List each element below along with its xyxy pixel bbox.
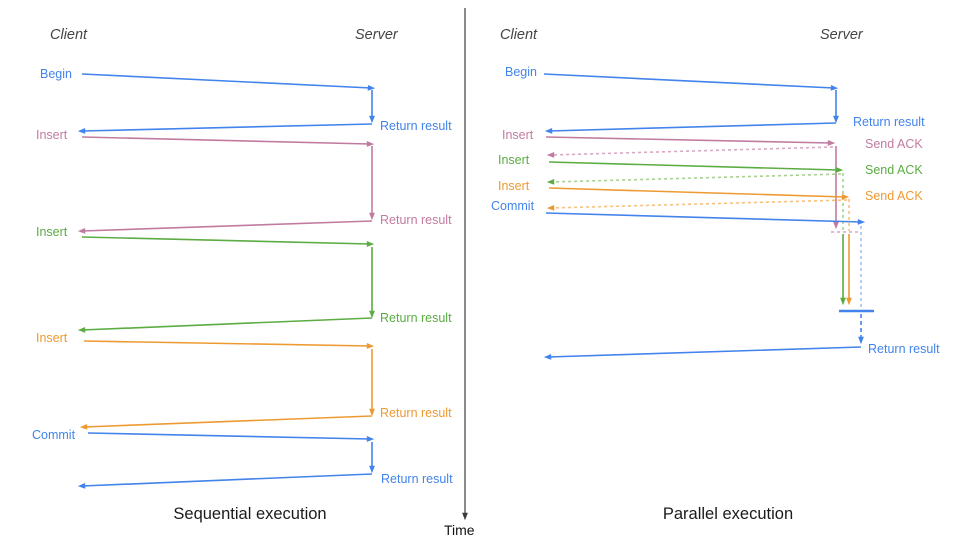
- seq-return5-label: Return result: [381, 472, 453, 486]
- par-begin-process-arrowhead-icon: [833, 115, 839, 124]
- par-ack2-label: Send ACK: [865, 163, 923, 177]
- par-commit-process-arrowhead-icon: [858, 336, 864, 345]
- par-insert2-process-arrowhead-icon: [840, 297, 846, 306]
- seq-insert3-return-arrowhead-icon: [79, 423, 88, 430]
- seq-return1-label: Return result: [380, 119, 452, 133]
- seq-return4-label: Return result: [380, 406, 452, 420]
- time-axis-label: Time: [444, 522, 475, 538]
- par-insert2-label: Insert: [498, 153, 530, 167]
- seq-begin-return-arrowhead-icon: [77, 128, 86, 134]
- par-insert1-ack-line: [550, 146, 834, 156]
- seq-return3-label: Return result: [380, 311, 452, 325]
- seq-insert1-request-line: [81, 136, 371, 145]
- par-return1-label: Return result: [853, 115, 925, 129]
- par-server-header: Server: [820, 27, 864, 43]
- par-commit-label: Commit: [491, 199, 535, 213]
- seq-insert1-label: Insert: [36, 128, 68, 142]
- seq-insert2-return-arrowhead-icon: [77, 326, 86, 333]
- seq-commit-label: Commit: [32, 428, 76, 442]
- seq-begin-request-line: [81, 73, 372, 89]
- par-begin-return-arrowhead-icon: [544, 128, 553, 134]
- par-begin-request-arrowhead-icon: [830, 84, 839, 91]
- par-begin-return-line: [548, 122, 837, 132]
- par-insert2-request-line: [548, 161, 840, 171]
- seq-insert1-request-arrowhead-icon: [366, 141, 375, 147]
- seq-insert2-request-line: [81, 236, 371, 245]
- seq-insert2-return-line: [81, 317, 373, 331]
- par-begin-request-line: [543, 73, 835, 89]
- seq-commit-request-line: [87, 432, 371, 440]
- par-insert3-request-line: [548, 187, 846, 198]
- par-insert3-ack-arrowhead-icon: [546, 205, 555, 211]
- par-commit-request-arrowhead-icon: [857, 219, 866, 225]
- seq-commit-request-arrowhead-icon: [366, 436, 375, 442]
- par-insert1-ack-arrowhead-icon: [546, 152, 555, 158]
- par-ack3-label: Send ACK: [865, 189, 923, 203]
- seq-insert3-return-line: [83, 415, 373, 428]
- par-commit-request-line: [545, 212, 862, 223]
- seq-insert1-return-line: [81, 220, 373, 232]
- par-return2-label: Return result: [868, 342, 940, 356]
- par-insert2-ack-line: [550, 173, 842, 183]
- seq-insert1-process-arrowhead-icon: [369, 212, 375, 221]
- par-ack1-label: Send ACK: [865, 137, 923, 151]
- par-begin-label: Begin: [505, 65, 537, 79]
- par-commit-return-line: [547, 346, 862, 358]
- seq-commit-return-line: [81, 473, 373, 487]
- seq-server-header: Server: [355, 27, 399, 43]
- par-insert3-request-arrowhead-icon: [841, 194, 850, 200]
- par-insert1-label: Insert: [502, 128, 534, 142]
- seq-begin-return-line: [81, 123, 373, 132]
- seq-insert3-process-arrowhead-icon: [369, 408, 375, 417]
- seq-commit-return-arrowhead-icon: [77, 482, 86, 489]
- seq-insert3-request-arrowhead-icon: [366, 343, 375, 349]
- seq-insert2-process-arrowhead-icon: [369, 310, 375, 319]
- seq-client-header: Client: [50, 27, 88, 43]
- par-insert3-ack-line: [550, 199, 848, 209]
- par-insert2-ack-arrowhead-icon: [546, 179, 555, 185]
- par-insert3-process-arrowhead-icon: [846, 297, 852, 306]
- seq-insert2-label: Insert: [36, 225, 68, 239]
- par-insert1-process-arrowhead-icon: [833, 221, 839, 230]
- par-insert2-request-arrowhead-icon: [835, 167, 844, 173]
- seq-insert3-label: Insert: [36, 331, 68, 345]
- seq-begin-label: Begin: [40, 67, 72, 81]
- par-commit-return-arrowhead-icon: [543, 353, 552, 360]
- time-axis-arrowhead-icon: [462, 512, 468, 521]
- par-client-header: Client: [500, 27, 538, 43]
- par-insert1-request-line: [545, 136, 832, 144]
- seq-insert3-request-line: [83, 340, 371, 347]
- par-insert3-label: Insert: [498, 179, 530, 193]
- seq-commit-process-arrowhead-icon: [369, 465, 375, 474]
- seq-insert1-return-arrowhead-icon: [77, 227, 86, 234]
- seq-return2-label: Return result: [380, 213, 452, 227]
- par-insert1-request-arrowhead-icon: [827, 140, 836, 146]
- left-panel-title: Sequential execution: [173, 505, 327, 523]
- seq-begin-process-arrowhead-icon: [369, 115, 375, 124]
- seq-begin-request-arrowhead-icon: [367, 84, 376, 91]
- right-panel-title: Parallel execution: [662, 505, 794, 523]
- seq-insert2-request-arrowhead-icon: [366, 241, 375, 247]
